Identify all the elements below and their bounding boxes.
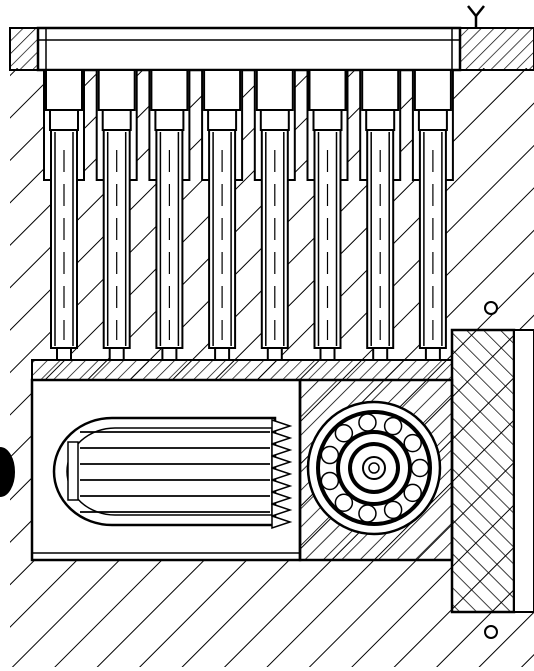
pin-head — [203, 69, 242, 111]
gear-tooth — [271, 442, 293, 458]
pin-tip — [372, 347, 389, 361]
pin-collar — [417, 109, 448, 131]
bearing-ball — [410, 458, 430, 478]
bearing-ball — [334, 493, 354, 513]
pinion-gear — [52, 416, 277, 527]
pin-6 — [306, 69, 349, 361]
gear-tooth — [271, 430, 293, 446]
pin-8 — [411, 69, 454, 361]
gear-tooth — [271, 514, 293, 530]
pin-1 — [43, 69, 85, 361]
gear-tooth — [271, 502, 293, 518]
pin-tip — [266, 347, 283, 361]
pin-collar — [365, 109, 396, 131]
pin-collar — [259, 109, 290, 131]
pin-4 — [201, 69, 244, 361]
top-plate — [9, 26, 534, 72]
bearing-ball — [358, 413, 377, 432]
bearing-ball — [320, 445, 340, 465]
pin-collar — [49, 109, 79, 131]
pin-head — [361, 69, 400, 111]
gear-tooth — [271, 466, 293, 482]
pin-collar — [207, 109, 238, 131]
gear-teeth — [271, 418, 293, 530]
pin-head — [97, 69, 136, 111]
left-edge-feature — [0, 447, 15, 497]
pin-3 — [148, 69, 191, 361]
pin-7 — [359, 69, 402, 361]
pin-head — [45, 69, 83, 111]
pin-tip — [108, 347, 125, 361]
bearing-ball — [383, 500, 403, 520]
pin-collar — [101, 109, 132, 131]
pin-2 — [95, 69, 138, 361]
bearing-ball — [320, 471, 340, 491]
gear-end-boss — [67, 441, 79, 501]
bearing-ball — [334, 423, 354, 443]
pin-collar — [312, 109, 343, 131]
ball-bearing — [306, 400, 442, 536]
slider-bar — [31, 359, 453, 381]
pin-tip — [319, 347, 336, 361]
gear-tooth — [271, 454, 293, 470]
bearing-ball — [403, 433, 422, 453]
pin-array — [43, 69, 454, 361]
small-holes — [484, 301, 498, 639]
gear-tooth — [271, 478, 293, 494]
pin-tip — [56, 347, 72, 361]
gear-tooth — [271, 490, 293, 506]
pin-head — [255, 69, 294, 111]
pin-head — [413, 69, 452, 111]
side-plate — [450, 328, 534, 614]
pin-5 — [253, 69, 296, 361]
gear-tooth — [271, 418, 293, 434]
pin-tip — [214, 347, 231, 361]
pin-collar — [154, 109, 185, 131]
bearing-ball — [358, 504, 377, 523]
bearing-ball — [403, 483, 422, 503]
pin-tip — [161, 347, 178, 361]
pin-head — [308, 69, 347, 111]
y-axis-marker — [467, 5, 485, 28]
pin-tip — [424, 347, 441, 361]
pin-head — [150, 69, 189, 111]
bearing-ball — [383, 416, 403, 436]
